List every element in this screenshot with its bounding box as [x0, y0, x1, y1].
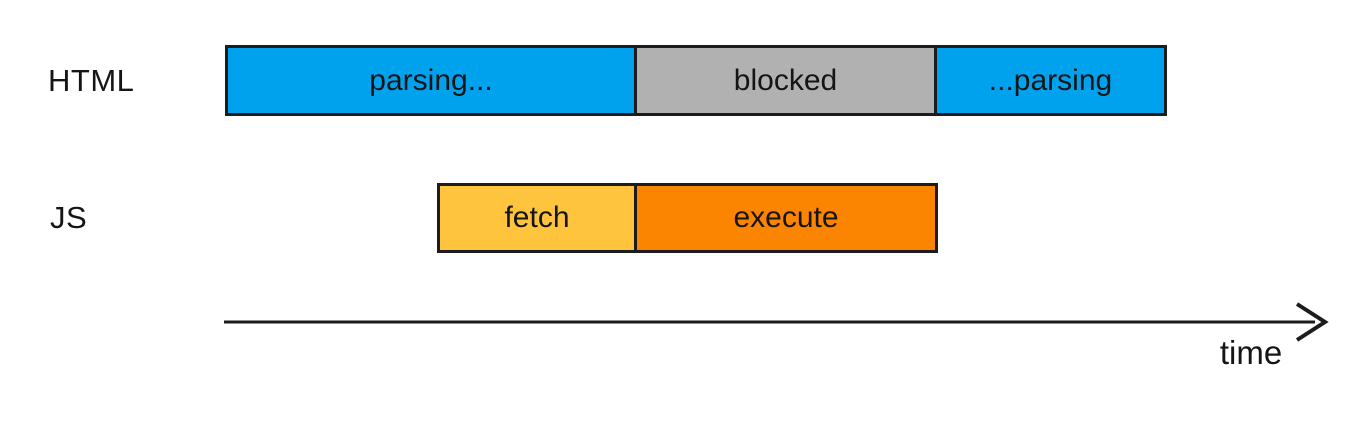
- segment-fetch: fetch: [437, 183, 637, 253]
- arrowhead-chevron-icon: [1295, 302, 1329, 342]
- segment-execute-label: execute: [733, 201, 839, 234]
- segment-blocked-label: blocked: [733, 63, 838, 97]
- segment-parsing-resume-label: ...parsing: [988, 63, 1113, 97]
- segment-parsing-resume: ...parsing: [937, 45, 1167, 116]
- time-axis-arrow: [224, 302, 1329, 342]
- js-timeline-bar: fetch execute: [437, 183, 938, 253]
- segment-execute: execute: [637, 183, 938, 253]
- time-axis-label: time: [1219, 334, 1283, 371]
- segment-parsing-start-label: parsing...: [369, 63, 493, 97]
- segment-blocked: blocked: [637, 45, 937, 116]
- html-timeline-bar: parsing... blocked ...parsing: [225, 45, 1167, 116]
- row-label-html: HTML: [48, 62, 135, 98]
- row-label-js: JS: [50, 200, 88, 235]
- segment-fetch-label: fetch: [504, 201, 570, 234]
- segment-parsing-start: parsing...: [225, 45, 637, 116]
